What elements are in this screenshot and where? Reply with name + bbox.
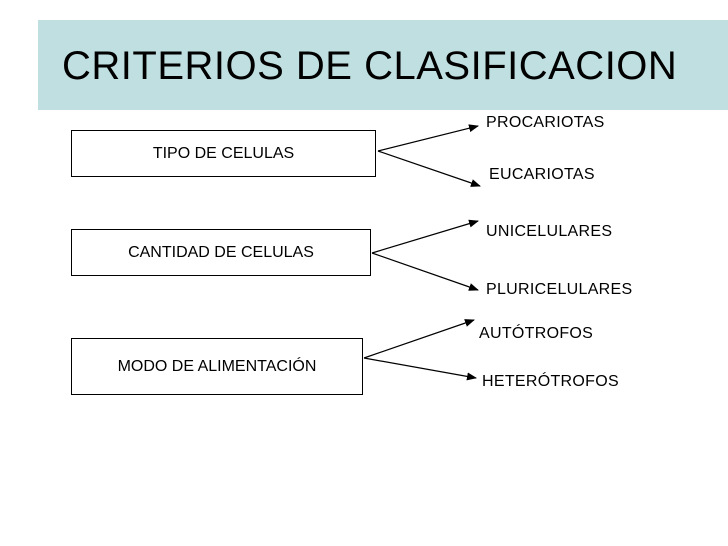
arrow-line [363, 319, 475, 359]
criterion-box-cell-type: TIPO DE CELULAS [71, 130, 376, 177]
arrow-line [377, 150, 481, 187]
arrow-line [371, 219, 479, 254]
criterion-label: CANTIDAD DE CELULAS [128, 243, 314, 261]
branch-label: PROCARIOTAS [486, 114, 605, 131]
arrow-line [363, 357, 477, 381]
title-bar: CRITERIOS DE CLASIFICACION [38, 20, 728, 110]
branch-label: PLURICELULARES [486, 281, 633, 298]
branch-label: HETERÓTROFOS [482, 373, 619, 390]
criterion-label: MODO DE ALIMENTACIÓN [117, 357, 317, 375]
criterion-label: TIPO DE CELULAS [152, 144, 295, 162]
criterion-box-nutrition-mode: MODO DE ALIMENTACIÓN [71, 338, 363, 395]
branch-label: AUTÓTROFOS [479, 325, 594, 342]
slide-title: CRITERIOS DE CLASIFICACION [62, 44, 678, 88]
arrow-line [377, 124, 479, 152]
branch-label: EUCARIOTAS [489, 166, 595, 183]
branch-label: UNICELULARES [486, 223, 613, 240]
arrow-line [371, 252, 479, 291]
criterion-box-cell-count: CANTIDAD DE CELULAS [71, 229, 371, 276]
